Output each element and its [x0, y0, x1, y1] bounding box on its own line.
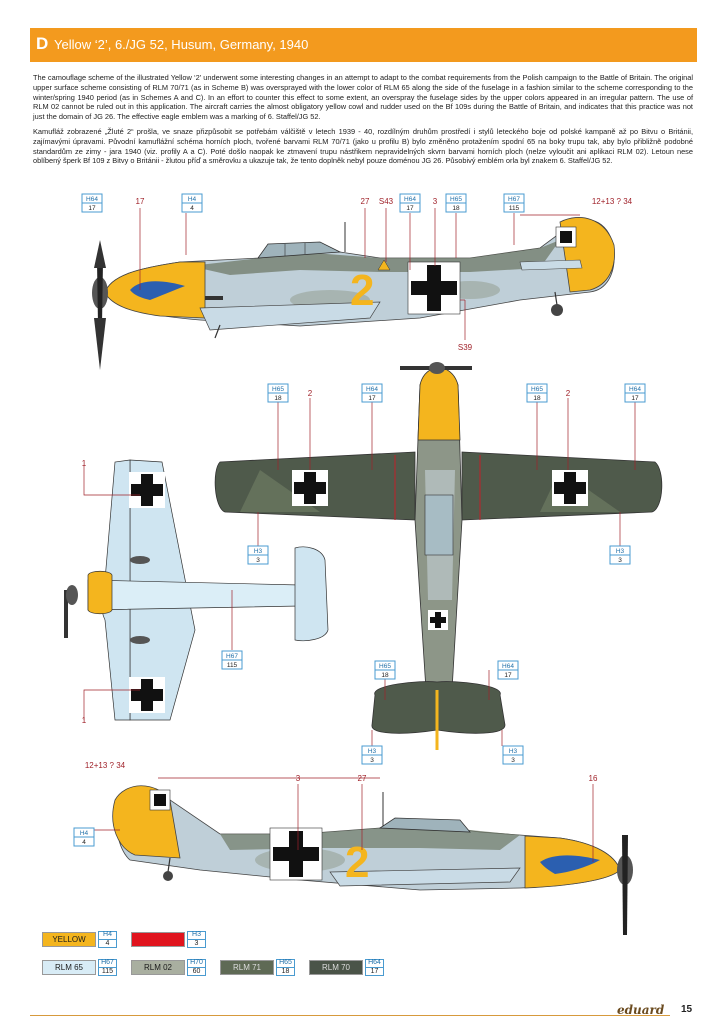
scheme-letter: D [36, 34, 49, 53]
callout-bottom: 3 [370, 757, 374, 764]
callout-bottom: 17 [504, 672, 512, 679]
fuselage-number-text-right: 2 [345, 838, 369, 887]
callout-bottom: 18 [381, 672, 389, 679]
callout-top: H65 [379, 663, 391, 670]
label-27: 27 [358, 774, 367, 783]
czech-description: Kamufláž zobrazené „Žluté 2“ prošla, ve … [33, 127, 693, 166]
callout-bottom: 115 [509, 205, 520, 212]
fuselage-number-text: 2 [350, 266, 374, 315]
label-27: 27 [361, 197, 370, 206]
label-2: 2 [566, 389, 571, 398]
callout-top: H3 [254, 548, 263, 555]
legend-rlm02-swatch: RLM 02 [131, 960, 185, 975]
top-view [214, 362, 663, 750]
callout-top: H64 [502, 663, 514, 670]
callout-bottom: 115 [227, 662, 238, 669]
callout-top: H3 [368, 748, 377, 755]
legend-red-swatch: RED [131, 932, 185, 947]
page-header: D Yellow ‘2’, 6./JG 52, Husum, Germany, … [30, 28, 697, 62]
label-3: 3 [296, 774, 301, 783]
footer-divider [30, 1015, 670, 1016]
callout-top: H64 [629, 386, 641, 393]
legend-yellow-swatch: YELLOW [42, 932, 96, 947]
english-description: The camouflage scheme of the illustrated… [33, 73, 693, 122]
bottom-view [64, 459, 329, 721]
callout-top: H67 [508, 196, 520, 203]
callout-top: H65 [272, 386, 284, 393]
callout-bottom: 3 [618, 557, 622, 564]
callout-top: H64 [86, 196, 98, 203]
callout-bottom: 18 [452, 205, 460, 212]
callout-bottom: 17 [368, 395, 376, 402]
callout-bottom: 4 [82, 839, 86, 846]
callout-top: H65 [531, 386, 543, 393]
label-s39: S39 [458, 343, 473, 352]
legend-rlm71-swatch: RLM 71 [220, 960, 274, 975]
callout-bottom: 3 [256, 557, 260, 564]
callout-top: H64 [404, 196, 416, 203]
label-2: 2 [308, 389, 313, 398]
callout-bottom: 17 [88, 205, 96, 212]
callout-bottom: 17 [406, 205, 414, 212]
right-side-profile: 2 [112, 785, 633, 935]
legend-rlm65-swatch: RLM 65 [42, 960, 96, 975]
eduard-logo: eduard [617, 1003, 665, 1017]
callout-bottom: 4 [190, 205, 194, 212]
callout-top: H65 [450, 196, 462, 203]
callout-bottom: 18 [274, 395, 282, 402]
callout-top: H64 [366, 386, 378, 393]
callout-top: H3 [616, 548, 625, 555]
label-16: 16 [589, 774, 598, 783]
label-17: 17 [136, 197, 145, 206]
callout-top: H67 [226, 653, 238, 660]
callout-top: H4 [188, 196, 197, 203]
callout-top: H4 [80, 830, 89, 837]
callout-bottom: 3 [511, 757, 515, 764]
marking-labels: 17 27 S43 3 12+13 ? 34 S39 2 2 1 1 12+13… [82, 197, 633, 783]
label-3: 3 [433, 197, 438, 206]
label-s43: S43 [379, 197, 394, 206]
label-reg: 12+13 ? 34 [85, 761, 126, 770]
label-1: 1 [82, 716, 87, 725]
callout-top: H3 [509, 748, 518, 755]
legend-rlm70-swatch: RLM 70 [309, 960, 363, 975]
page-number: 15 [681, 1004, 693, 1015]
label-reg: 12+13 ? 34 [592, 197, 633, 206]
callout-texts: H64 17 H4 4 H64 17 H65 18 H67 115 H65 18… [80, 196, 641, 846]
callout-bottom: 18 [533, 395, 541, 402]
left-side-profile: 2 [92, 217, 615, 370]
callout-bottom: 17 [631, 395, 639, 402]
label-1: 1 [82, 459, 87, 468]
scheme-title: Yellow ‘2’, 6./JG 52, Husum, Germany, 19… [54, 37, 309, 52]
